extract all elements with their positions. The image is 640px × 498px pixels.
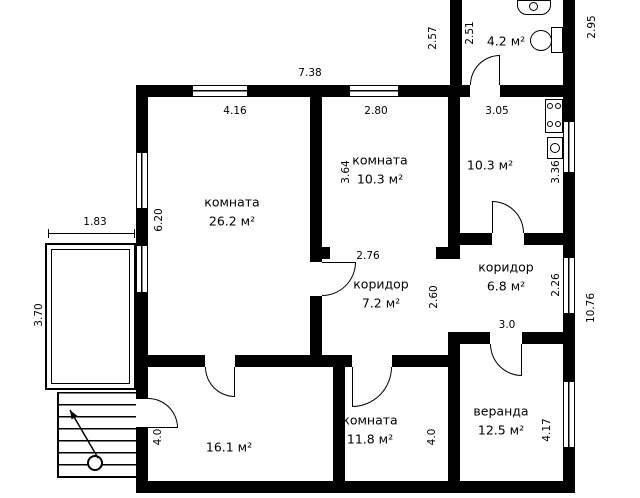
dim-corridor-opening: 2.76 — [356, 250, 380, 262]
room-name: комната — [352, 152, 408, 168]
door-leaf — [492, 201, 493, 233]
wall-mid-center — [235, 355, 352, 367]
wall-top-left — [136, 85, 470, 97]
door-leaf — [499, 55, 500, 85]
room-name: коридор — [353, 276, 409, 292]
dim-corridor-height: 2.60 — [428, 285, 440, 309]
dim-top-width: 7.38 — [298, 67, 322, 79]
wall-living-right-lower — [310, 296, 322, 367]
room-label-corridor-side: коридор 6.8 м² — [478, 258, 533, 296]
entrance-door-gap — [136, 398, 148, 428]
window — [193, 85, 247, 97]
dim-corridor-side-height: 2.26 — [550, 273, 562, 297]
door-arc — [205, 367, 235, 397]
stairs-direction-arrow — [69, 409, 99, 459]
window — [563, 122, 575, 172]
dim-living-height: 6.20 — [153, 208, 165, 232]
dim-balcony-width: 1.83 — [83, 216, 107, 228]
dim-kitchen-height: 3.36 — [550, 160, 562, 184]
room-label-room-center: комната 10.3 м² — [352, 151, 407, 189]
room-label-bottom-center: комната 11.8 м² — [342, 411, 397, 449]
door-leaf — [148, 427, 178, 428]
wall-veranda-top-left — [448, 332, 490, 344]
wall-under-room-center-left — [310, 247, 330, 259]
room-area: 10.3 м² — [466, 157, 514, 173]
dimension-tick — [48, 229, 49, 238]
room-area: 4.2 м² — [486, 33, 526, 49]
dim-bottom-center-height: 4.0 — [426, 428, 438, 446]
room-label-veranda: веранда 12.5 м² — [473, 402, 528, 440]
door-arc — [470, 55, 500, 85]
room-label-living: комната 26.2 м² — [204, 193, 259, 231]
sink-faucet-icon — [529, 2, 538, 11]
wall-under-kitchen-left — [448, 233, 492, 245]
toilet-tank-icon — [551, 27, 563, 53]
window — [136, 153, 148, 208]
balcony-inner-line — [51, 249, 130, 384]
door-leaf — [352, 367, 353, 407]
wall-mid-right — [392, 355, 460, 367]
door-arc — [492, 201, 524, 233]
dim-living-width: 4.16 — [223, 105, 247, 117]
burner-icon — [547, 121, 553, 127]
window — [563, 258, 575, 313]
room-area: 12.5 м² — [477, 422, 525, 437]
wall-veranda-top-right — [522, 332, 575, 344]
door-leaf — [521, 344, 522, 376]
burner-icon — [547, 103, 553, 109]
room-name: комната — [204, 194, 260, 210]
burner-icon — [555, 103, 561, 109]
room-area: 10.3 м² — [356, 171, 404, 186]
dim-bottom-left-height: 4.0 — [152, 428, 164, 446]
dim-room-center-height: 3.64 — [340, 160, 352, 184]
room-name: коридор — [478, 259, 534, 275]
room-label-corridor-main: коридор 7.2 м² — [353, 275, 408, 313]
room-label-kitchen: 10.3 м² — [467, 157, 513, 176]
room-area: 26.2 м² — [208, 213, 256, 228]
dim-balcony-height: 3.70 — [33, 303, 45, 327]
wall-living-right-upper — [310, 97, 322, 262]
dimension-tick — [134, 229, 135, 238]
wall-top-right — [500, 85, 575, 97]
room-label-bathroom: 4.2 м² — [487, 33, 525, 52]
room-name: комната — [342, 412, 398, 428]
wall-bathroom-left — [450, 0, 462, 97]
balcony-door — [136, 246, 148, 292]
window — [350, 85, 398, 97]
burner-icon — [555, 121, 561, 127]
balcony — [45, 243, 136, 390]
dim-kitchen-width: 3.05 — [485, 105, 509, 117]
window — [563, 382, 575, 447]
door-leaf — [322, 262, 356, 263]
room-area: 11.8 м² — [346, 431, 394, 446]
wall-bottom — [136, 481, 575, 493]
wall-center-right — [448, 97, 460, 255]
room-label-bottom-left: 16.1 м² — [206, 439, 252, 458]
wall-under-room-center-right — [436, 247, 460, 259]
wall-under-kitchen-right — [524, 233, 575, 245]
dim-bath-outside-left: 2.57 — [427, 26, 439, 50]
room-area: 6.8 м² — [486, 278, 526, 293]
wall-bottom-rooms-divider — [333, 355, 345, 481]
dim-right-total-height: 10.76 — [585, 292, 597, 324]
kitchen-sink-bowl-icon — [550, 143, 560, 153]
door-arc — [148, 398, 178, 428]
wall-mid-left — [136, 355, 205, 367]
room-area: 7.2 м² — [361, 295, 401, 310]
dim-bath-inside: 2.51 — [464, 21, 476, 45]
stairs-start-circle — [87, 455, 103, 471]
dim-bath-outside-right: 2.95 — [586, 15, 598, 39]
door-leaf — [234, 367, 235, 397]
room-name: веранда — [473, 403, 529, 419]
dim-room-center-width: 2.80 — [364, 105, 388, 117]
room-area: 16.1 м² — [205, 439, 253, 455]
dim-corridor-side-width: 3.0 — [498, 319, 516, 331]
dimension-line — [48, 233, 135, 234]
wall-veranda-left — [448, 332, 460, 481]
door-arc — [490, 344, 522, 376]
door-arc — [352, 367, 392, 407]
toilet-bowl-icon — [530, 30, 552, 51]
door-arc — [322, 262, 356, 296]
dim-veranda-height: 4.17 — [541, 418, 553, 442]
